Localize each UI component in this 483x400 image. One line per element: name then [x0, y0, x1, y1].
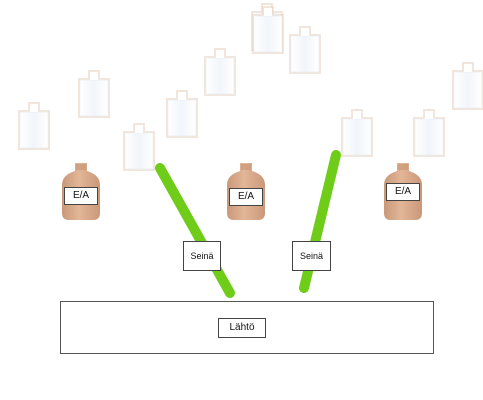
ghost-bottle — [78, 70, 110, 118]
ea-label-3: E/A — [386, 183, 420, 201]
ghost-bottles — [18, 3, 483, 171]
wall-label-left: Seinä — [183, 241, 221, 271]
wall-left — [155, 163, 235, 298]
ghost-bottle — [204, 48, 236, 96]
ghost-bottle — [413, 109, 445, 157]
ghost-bottle — [289, 26, 321, 74]
wall-label-right: Seinä — [292, 241, 331, 271]
ghost-bottle — [166, 90, 198, 138]
ghost-bottle — [341, 109, 373, 157]
ghost-bottle — [452, 62, 483, 110]
ghost-bottle — [252, 6, 284, 54]
ghost-bottle — [123, 123, 155, 171]
ea-label-2: E/A — [229, 188, 263, 206]
ghost-bottle — [18, 102, 50, 150]
start-label: Lähtö — [218, 318, 266, 338]
ea-label-1: E/A — [64, 187, 98, 205]
